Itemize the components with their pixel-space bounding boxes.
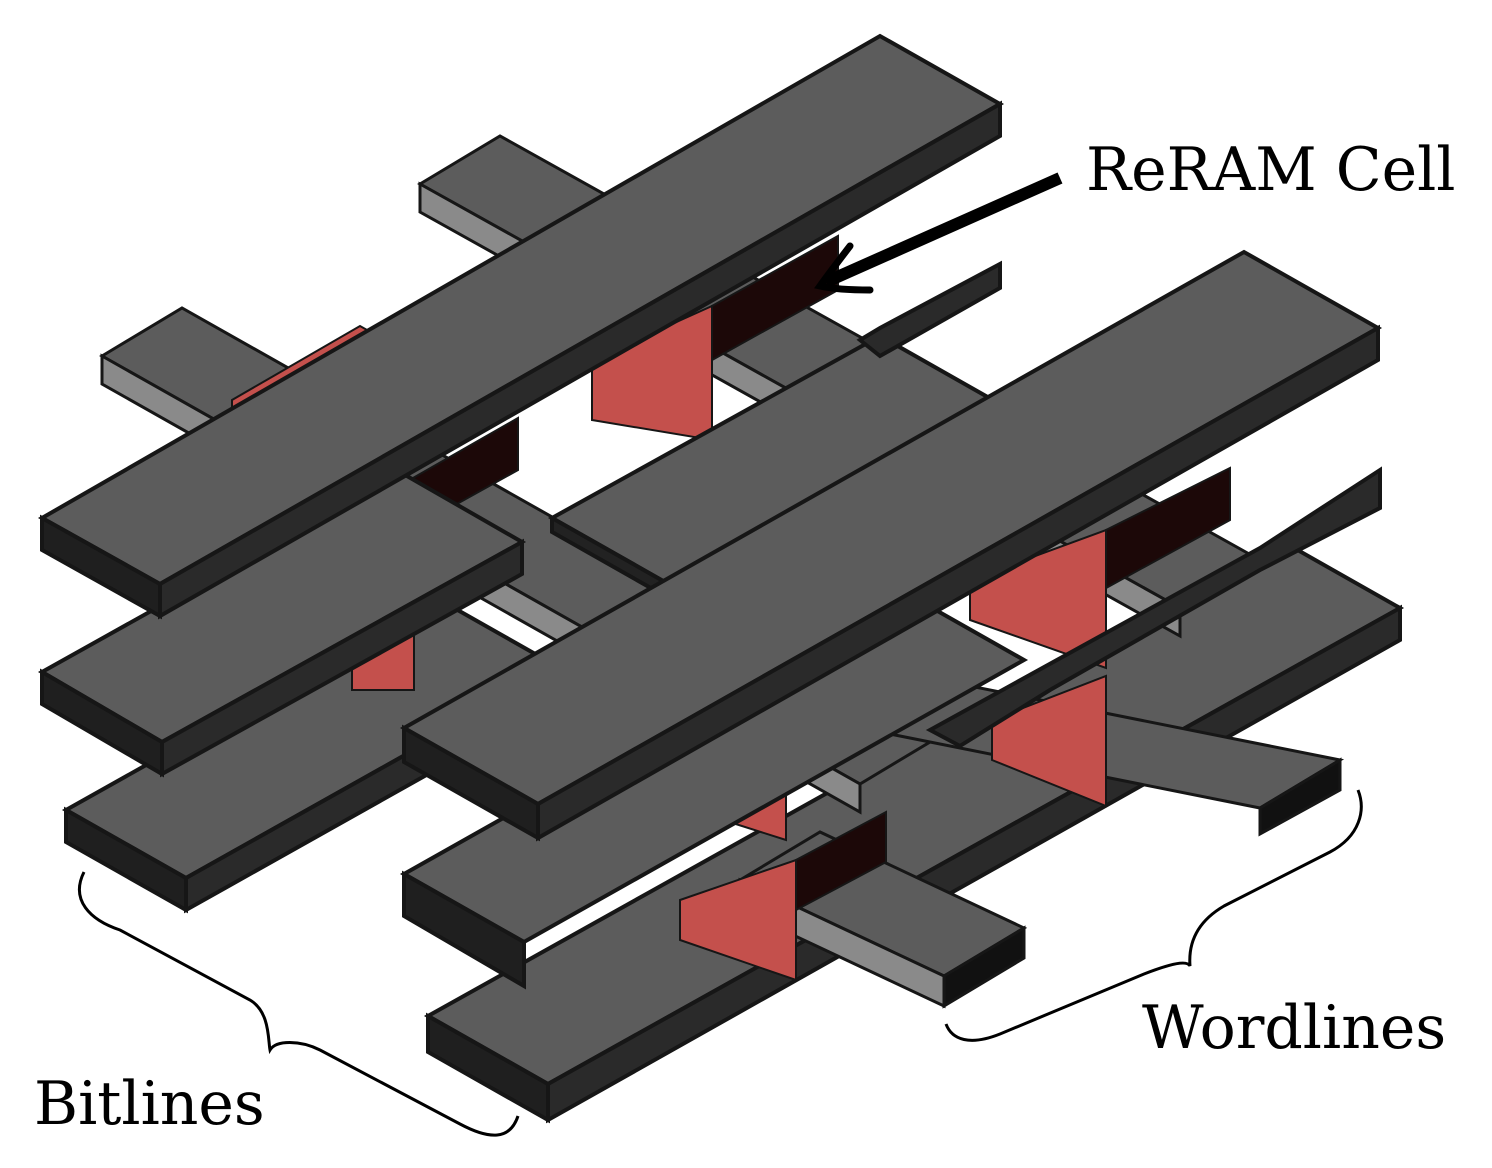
bitline-7-top [925, 466, 1382, 749]
reram-cell [679, 858, 797, 982]
bitline-4-side [402, 870, 526, 990]
reram-cell [795, 810, 887, 912]
bitline-top-layer [37, 33, 1383, 842]
reram-arrow [814, 172, 1063, 294]
wordlines-label: Wordlines [1142, 993, 1447, 1063]
top-bar-2-end [536, 324, 1380, 842]
reram-cell [991, 674, 1107, 808]
wordline-3-side [1258, 757, 1342, 837]
reram-cell [969, 528, 1107, 670]
bitline-3-end [160, 538, 524, 778]
wordline-4-end [942, 925, 1026, 1009]
bitline-6-top [856, 260, 1002, 359]
bitline-middle-layer [37, 260, 1382, 990]
bitlines-label: Bitlines [34, 1069, 265, 1139]
top-bar-1-end [158, 100, 1002, 620]
wordlines-brace [944, 789, 1363, 1042]
bitlines-brace [77, 871, 520, 1137]
arrow-shaft [823, 172, 1063, 288]
arrow-head [814, 242, 874, 294]
reram-cell-label: ReRAM Cell [1086, 135, 1456, 205]
reram-cell [1105, 466, 1231, 590]
